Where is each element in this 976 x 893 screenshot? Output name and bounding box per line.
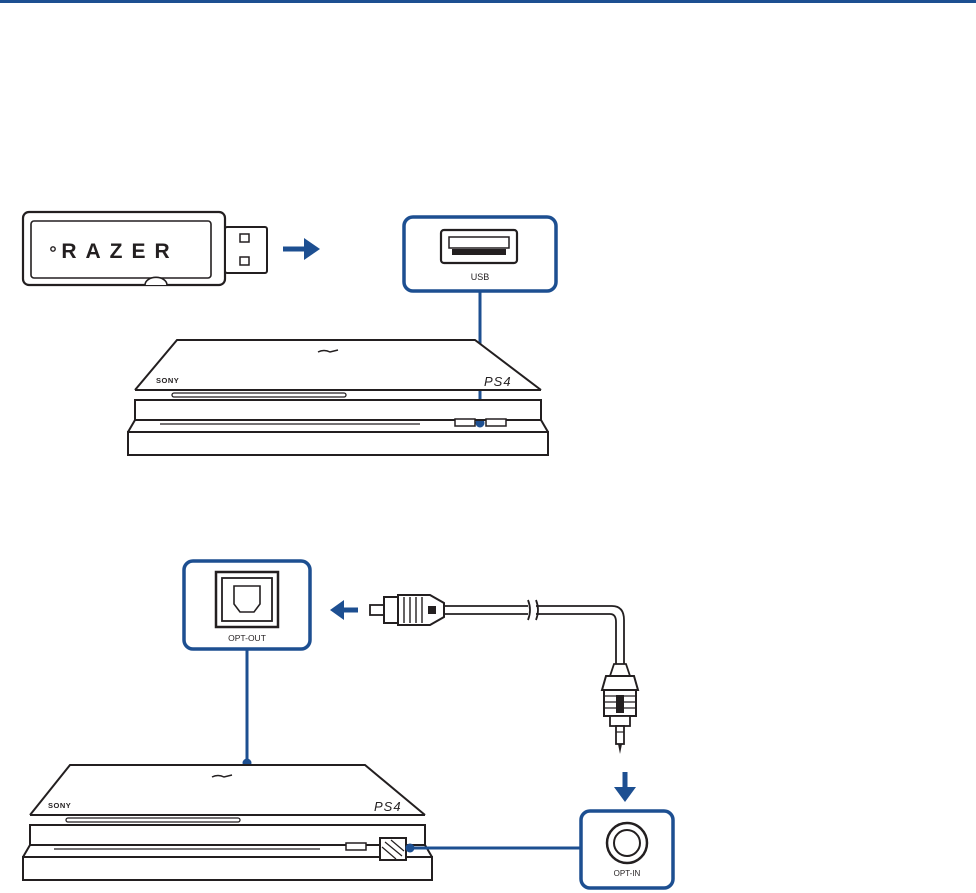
usb-dongle: RAZER: [23, 212, 267, 285]
optical-plug-vertical: [602, 664, 638, 754]
opt-out-port-callout: OPT-OUT: [184, 561, 310, 649]
opt-out-label: OPT-OUT: [228, 633, 266, 643]
optical-plug-horizontal: [370, 595, 444, 625]
opt-in-port-callout: OPT-IN: [581, 811, 673, 888]
usb-port-callout: USB: [404, 217, 556, 291]
ps4-console-top: SONY PS4: [128, 340, 548, 455]
ps4-console-bottom: SONY PS4: [23, 765, 432, 880]
arrow-right-icon: [283, 238, 320, 260]
usb-label: USB: [471, 272, 490, 282]
arrow-left-icon: [330, 600, 358, 620]
sony-logo: SONY: [156, 376, 179, 385]
ps4-logo: PS4: [484, 374, 512, 389]
razer-logo: RAZER: [61, 240, 178, 263]
ps4-logo-bottom: PS4: [374, 799, 402, 814]
opt-in-label: OPT-IN: [614, 869, 641, 878]
optical-cable: [444, 600, 624, 664]
arrow-down-icon: [614, 772, 636, 802]
opt-in-leader-dot: [406, 844, 415, 853]
sony-logo-bottom: SONY: [48, 801, 71, 810]
